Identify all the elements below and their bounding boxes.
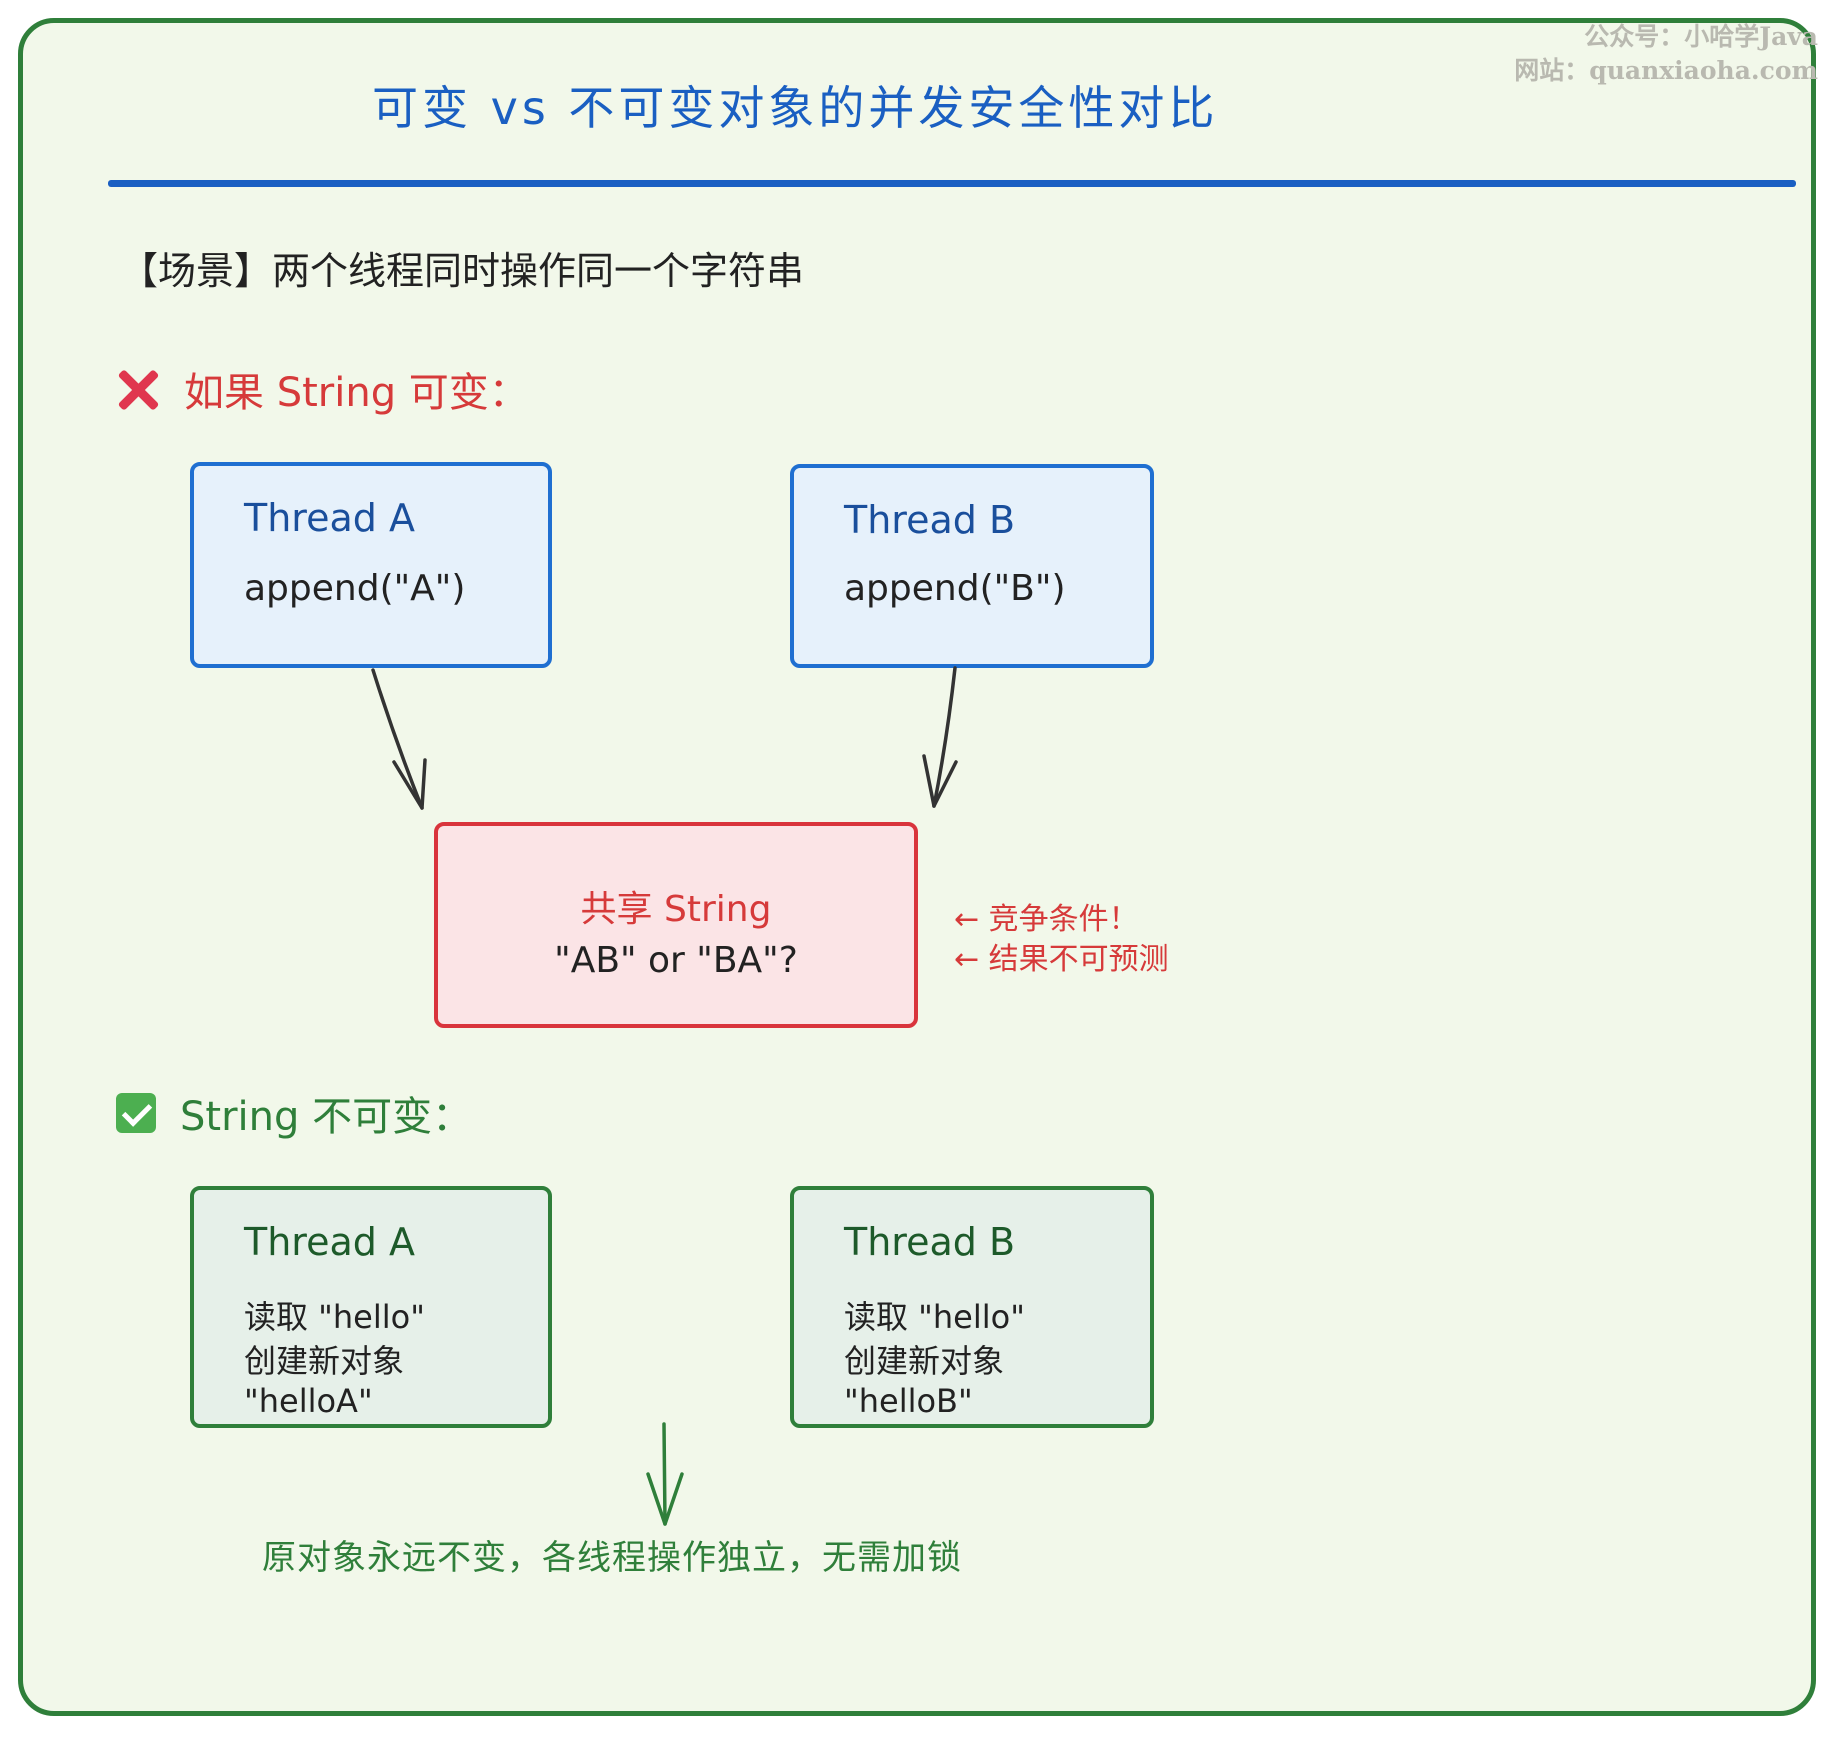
shared-string-title: 共享 String <box>580 889 772 930</box>
immutable-thread-b-line-2: 创建新对象 <box>844 1342 1005 1380</box>
immutable-thread-a-title: Thread A <box>244 1220 415 1264</box>
immutable-thread-a-line-2: 创建新对象 <box>244 1342 405 1380</box>
immutable-thread-b-title: Thread B <box>844 1220 1016 1264</box>
diagram-title: 可变 vs 不可变对象的并发安全性对比 <box>372 81 1219 135</box>
mutable-thread-b-action: append("B") <box>844 568 1066 609</box>
mutable-thread-a-box: Thread A append("A") <box>190 462 552 668</box>
mutable-section-heading: 如果 String 可变： <box>116 360 529 418</box>
mutable-thread-a-action: append("A") <box>244 568 466 609</box>
mutable-heading-text: 如果 String 可变： <box>184 370 529 416</box>
immutable-thread-b-line-1: 读取 "hello" <box>844 1298 1025 1336</box>
shared-string-box: 共享 String "AB" or "BA"? <box>434 822 918 1028</box>
immutable-summary: 原对象永远不变，各线程操作独立，无需加锁 <box>262 1538 962 1578</box>
immutable-section-heading: String 不可变： <box>116 1084 472 1142</box>
shared-string-value: "AB" or "BA"? <box>554 940 798 981</box>
immutable-heading-text: String 不可变： <box>180 1094 473 1140</box>
title-underline <box>108 180 1796 187</box>
mutable-thread-b-title: Thread B <box>844 498 1016 542</box>
unpredictable-note: ← 结果不可预测 <box>954 942 1169 977</box>
arrow-thread-b-to-shared <box>922 666 958 808</box>
immutable-thread-a-line-3: "helloA" <box>244 1382 373 1420</box>
watermark-line-2: 网站：quanxiaoha.com <box>1514 56 1818 85</box>
mutable-thread-a-title: Thread A <box>244 496 415 540</box>
immutable-thread-a-line-1: 读取 "hello" <box>244 1298 425 1336</box>
watermark-line-1: 公众号：小哈学Java <box>1584 22 1818 51</box>
mutable-thread-b-box: Thread B append("B") <box>790 464 1154 668</box>
check-mark-icon <box>116 1093 156 1133</box>
race-condition-note: ← 竞争条件！ <box>954 902 1139 937</box>
arrow-to-summary <box>646 1422 684 1526</box>
arrow-thread-a-to-shared <box>371 668 427 810</box>
immutable-thread-a-box: Thread A 读取 "hello" 创建新对象 "helloA" <box>190 1186 552 1428</box>
immutable-thread-b-line-3: "helloB" <box>844 1382 973 1420</box>
scenario-text: 【场景】两个线程同时操作同一个字符串 <box>120 249 805 293</box>
watermark: 公众号：小哈学Java 网站：quanxiaoha.com <box>1514 20 1818 88</box>
immutable-thread-b-box: Thread B 读取 "hello" 创建新对象 "helloB" <box>790 1186 1154 1428</box>
